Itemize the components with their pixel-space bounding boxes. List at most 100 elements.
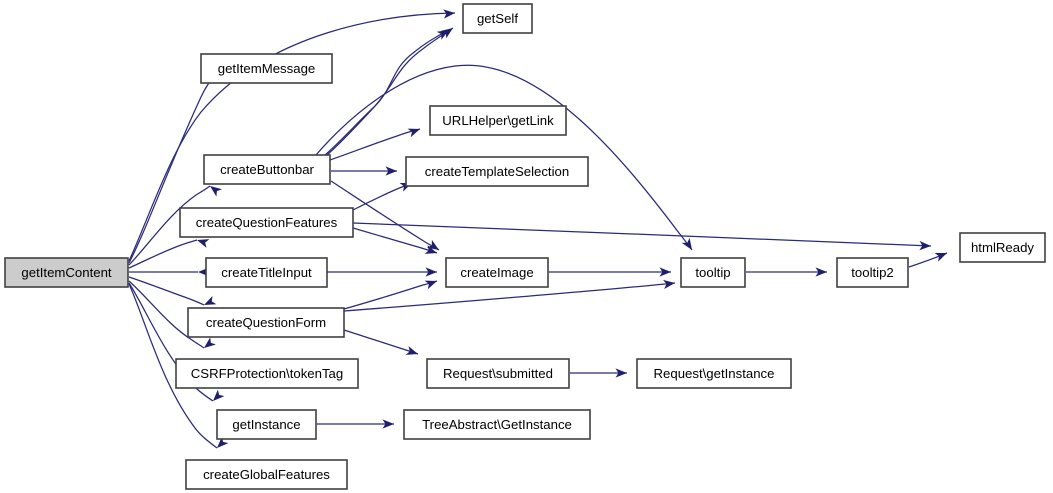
arrowhead-icon — [424, 245, 437, 254]
node-box[interactable] — [216, 409, 317, 440]
graph-node-URLHelperGetLink[interactable]: URLHelper\getLink — [429, 105, 567, 136]
arrowhead-icon — [407, 128, 420, 138]
edge-getItemContent-to-createQuestionForm — [128, 276, 205, 306]
graph-node-createTitleInput[interactable]: createTitleInput — [205, 257, 328, 288]
graph-node-TreeAbstractGetInstance[interactable]: TreeAbstract\GetInstance — [403, 409, 591, 440]
arrowhead-shape — [815, 267, 827, 277]
arrowhead-icon — [385, 166, 397, 176]
arrowhead-icon — [405, 346, 418, 355]
edge-createQuestionForm-to-RequestSubmitted — [343, 329, 419, 355]
arrowhead-icon — [217, 436, 229, 448]
arrowhead-icon — [204, 337, 216, 348]
arrowhead-shape — [436, 30, 449, 40]
arrowhead-icon — [443, 9, 455, 19]
arrowhead-shape — [425, 267, 437, 277]
edge-getItemContent-to-createButtonbar — [128, 185, 211, 266]
arrowhead-shape — [213, 389, 225, 401]
arrowhead-icon — [424, 280, 437, 290]
edge-createButtonbar-to-URLHelperGetLink — [329, 128, 421, 161]
node-box[interactable] — [405, 156, 589, 187]
graph-node-createTemplateSelection[interactable]: createTemplateSelection — [405, 156, 589, 187]
arrowhead-shape — [615, 368, 627, 378]
arrowhead-shape — [217, 436, 229, 448]
arrowhead-icon — [197, 239, 210, 248]
arrowhead-shape — [934, 253, 947, 262]
arrowhead-icon — [919, 241, 931, 251]
arrowhead-icon — [934, 253, 947, 262]
graph-node-getItemMessage[interactable]: getItemMessage — [200, 53, 333, 84]
arrowhead-icon — [615, 368, 627, 378]
edge-createQuestionFeatures-to-createImage — [352, 227, 438, 254]
node-box[interactable] — [185, 459, 348, 490]
node-box[interactable] — [205, 257, 328, 288]
node-box[interactable] — [680, 257, 746, 288]
arrowhead-shape — [440, 28, 453, 39]
arrowhead-icon — [382, 419, 394, 429]
node-box[interactable] — [175, 358, 359, 389]
node-box[interactable] — [429, 105, 567, 136]
node-box[interactable] — [445, 257, 549, 288]
node-box[interactable] — [187, 307, 345, 338]
node-box[interactable] — [403, 409, 591, 440]
arrowhead-icon — [210, 186, 222, 197]
arrowhead-icon — [659, 267, 671, 277]
arrowhead-icon — [663, 279, 675, 289]
arrowhead-shape — [197, 239, 210, 248]
graph-node-getSelf[interactable]: getSelf — [462, 3, 533, 34]
graph-node-RequestSubmitted[interactable]: Request\submitted — [426, 358, 570, 389]
edge-getItemContent-to-createQuestionFeatures — [128, 239, 198, 269]
edge-getItemContent-to-CSRFProtectionTokenTag — [128, 280, 205, 349]
arrowhead-shape — [663, 279, 675, 289]
arrowhead-shape — [204, 337, 216, 348]
arrowhead-icon — [204, 295, 217, 305]
arrowhead-icon — [213, 389, 225, 401]
arrowhead-icon — [440, 28, 453, 39]
edge-createButtonbar-to-getSelf — [324, 27, 454, 156]
arrowhead-shape — [919, 241, 931, 251]
graph-node-createImage[interactable]: createImage — [445, 257, 549, 288]
edge-createButtonbar-to-getSelf — [326, 29, 450, 156]
graph-node-getInstance[interactable]: getInstance — [216, 409, 317, 440]
node-box[interactable] — [179, 207, 354, 238]
arrowhead-shape — [681, 237, 692, 250]
graph-node-RequestGetInstance[interactable]: Request\getInstance — [636, 358, 792, 389]
graph-node-createQuestionFeatures[interactable]: createQuestionFeatures — [179, 207, 354, 238]
arrowhead-icon — [425, 267, 437, 277]
nodes-layer: getItemContent getItemMessage getSelf creat… — [4, 3, 1046, 490]
graph-node-createQuestionForm[interactable]: createQuestionForm — [187, 307, 345, 338]
node-box[interactable] — [462, 3, 533, 34]
edge-getItemContent-to-createGlobalFeatures — [128, 283, 218, 449]
arrowhead-shape — [385, 166, 397, 176]
arrowhead-icon — [436, 30, 449, 40]
arrowhead-shape — [405, 346, 418, 355]
node-box[interactable] — [200, 53, 333, 84]
arrowhead-shape — [382, 419, 394, 429]
node-box[interactable] — [836, 257, 909, 288]
edge-getItemContent-to-getSelf — [128, 12, 456, 262]
graph-node-tooltip2[interactable]: tooltip2 — [836, 257, 909, 288]
arrowhead-shape — [210, 186, 222, 197]
node-box[interactable] — [203, 154, 331, 185]
graph-node-tooltip[interactable]: tooltip — [680, 257, 746, 288]
arrowhead-shape — [204, 295, 217, 305]
node-box[interactable] — [4, 257, 129, 288]
arrowhead-shape — [407, 128, 420, 138]
arrowhead-shape — [659, 267, 671, 277]
arrowhead-shape — [424, 245, 437, 254]
arrowhead-shape — [443, 9, 455, 19]
arrowhead-icon — [681, 237, 692, 250]
graph-node-getItemContent[interactable]: getItemContent — [4, 257, 129, 288]
arrowhead-icon — [815, 267, 827, 277]
graph-node-createGlobalFeatures[interactable]: createGlobalFeatures — [185, 459, 348, 490]
arrowheads-layer — [197, 9, 947, 448]
edge-createQuestionFeatures-to-createTemplateSelection — [352, 182, 413, 211]
graph-node-CSRFProtectionTokenTag[interactable]: CSRFProtection\tokenTag — [175, 358, 359, 389]
node-box[interactable] — [959, 232, 1046, 263]
graph-node-createButtonbar[interactable]: createButtonbar — [203, 154, 331, 185]
edge-createQuestionFeatures-to-htmlReady — [352, 222, 932, 247]
node-box[interactable] — [636, 358, 792, 389]
graph-node-htmlReady[interactable]: htmlReady — [959, 232, 1046, 263]
node-box[interactable] — [426, 358, 570, 389]
